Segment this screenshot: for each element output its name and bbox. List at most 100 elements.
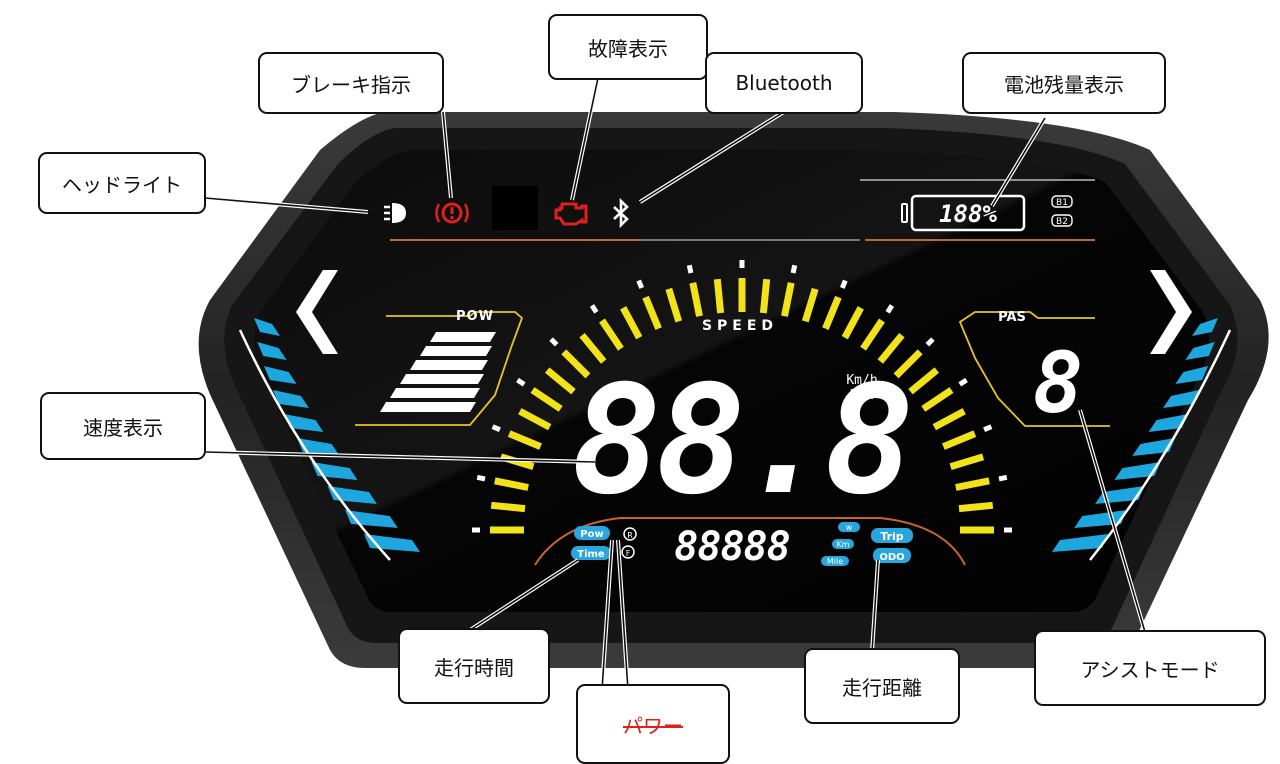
gauge-outer-dash — [686, 264, 694, 274]
gauge-tick — [620, 306, 643, 340]
gauge-outer-dash — [925, 337, 935, 347]
gauge-outer-dash — [958, 377, 968, 387]
gauge-tick — [955, 477, 990, 491]
gauge-tick — [665, 287, 683, 323]
tag-km: Km — [836, 540, 849, 549]
gauge-outer-dash — [983, 424, 993, 433]
callout-power: パワー — [576, 684, 730, 764]
callout-bluetooth: Bluetooth — [705, 52, 863, 114]
blue-level-bar-right — [1185, 342, 1215, 360]
callout-headlight: ヘッドライト — [38, 152, 206, 214]
gauge-tick — [893, 349, 923, 379]
tag-odo: ODO — [879, 552, 904, 563]
battery-indicator: 188% B1 B2 — [901, 194, 1073, 232]
right-blue-level-bars — [1052, 318, 1218, 552]
gauge-tick — [822, 295, 842, 330]
unit-kmh: Km/h — [846, 373, 877, 388]
gauge-tick — [949, 453, 985, 471]
odometer-area: Pow Time R F 88888 w Km Mile Trip ODO — [571, 522, 913, 570]
unit-mph: MPH — [850, 388, 873, 403]
blue-level-bar-left — [254, 318, 280, 336]
blue-level-bar-right — [1163, 390, 1200, 408]
callout-assist-mode: アシストモード — [1034, 630, 1266, 706]
callout-ride-time: 走行時間 — [398, 628, 550, 704]
gauge-tick — [958, 501, 994, 513]
battery-b2-label: B2 — [1056, 217, 1068, 227]
pow-block: POW — [355, 309, 524, 426]
tag-mile: Mile — [827, 557, 843, 566]
pow-level-bars — [380, 332, 496, 412]
gauge-outer-dash — [790, 264, 798, 274]
gauge-tick — [781, 282, 795, 317]
gauge-tick — [544, 367, 576, 395]
pow-label: POW — [456, 309, 494, 324]
blue-level-bar-left — [272, 390, 309, 408]
gauge-outer-dash — [885, 304, 895, 314]
pow-level-bar — [420, 346, 492, 356]
speed-digits: 88.8 — [571, 354, 908, 528]
gauge-outer-dash — [491, 424, 501, 433]
odometer-digits: 88888 — [674, 524, 789, 570]
blue-level-bar-left — [263, 366, 297, 384]
gauge-outer-dash — [549, 337, 559, 347]
pow-level-bar — [430, 332, 496, 342]
gauge-outer-dash — [998, 474, 1008, 482]
pas-digit: 8 — [1033, 334, 1084, 432]
callout-battery: 電池残量表示 — [962, 52, 1166, 114]
meter-screen — [254, 150, 1210, 612]
gauge-tick — [599, 318, 624, 351]
gauge-outer-dash — [636, 279, 645, 289]
gauge-tick — [801, 287, 819, 323]
pow-level-bar — [410, 360, 488, 370]
sym-r: R — [627, 531, 633, 540]
tag-w: w — [846, 523, 853, 532]
gauge-tick — [579, 332, 607, 364]
bluetooth-icon — [613, 197, 629, 229]
gauge-tick — [713, 278, 725, 314]
gauge-tick — [908, 367, 940, 395]
gauge-tick — [921, 387, 954, 412]
battery-b1-label: B1 — [1056, 198, 1068, 208]
gauge-tick — [860, 318, 885, 351]
callout-distance: 走行距離 — [804, 648, 960, 724]
brake-warning-icon — [435, 202, 469, 224]
right-turn-arrow-icon — [1150, 270, 1192, 354]
tag-pow: Pow — [580, 529, 603, 540]
gauge-tick — [932, 408, 966, 431]
pow-level-bar — [400, 374, 484, 384]
callout-brake: ブレーキ指示 — [258, 52, 444, 114]
gauge-outer-dash — [589, 304, 599, 314]
gauge-outer-dash — [476, 474, 486, 482]
blue-level-bar-right — [1148, 414, 1188, 432]
tag-trip: Trip — [880, 530, 903, 543]
battery-readout: 188% — [939, 200, 997, 228]
pow-level-bar — [380, 402, 476, 412]
callout-speed: 速度表示 — [40, 392, 206, 460]
sym-f: F — [626, 549, 631, 558]
gauge-tick — [518, 408, 552, 431]
gauge-tick — [942, 430, 977, 450]
gauge-tick — [759, 278, 771, 314]
gauge-tick — [490, 501, 526, 513]
blue-level-bar-right — [1052, 534, 1108, 552]
callout-fault: 故障表示 — [548, 14, 708, 80]
gauge-tick — [507, 430, 542, 450]
leader-lines — [204, 77, 1146, 691]
blue-level-bar-right — [1175, 366, 1209, 384]
blue-level-bar-right — [1192, 318, 1218, 336]
gauge-tick — [561, 349, 591, 379]
gauge-tick — [642, 295, 662, 330]
speed-gauge-ticks — [472, 260, 1012, 534]
gauge-tick — [841, 306, 864, 340]
tag-time: Time — [577, 549, 605, 560]
engine-fault-icon — [554, 202, 588, 226]
pas-label: PAS — [998, 310, 1026, 325]
gauge-tick — [530, 387, 563, 412]
gauge-tick — [689, 282, 703, 317]
left-turn-arrow-icon — [296, 270, 338, 354]
blue-level-bar-right — [1114, 462, 1161, 480]
blue-level-bar-left — [257, 342, 287, 360]
gauge-tick — [494, 477, 529, 491]
